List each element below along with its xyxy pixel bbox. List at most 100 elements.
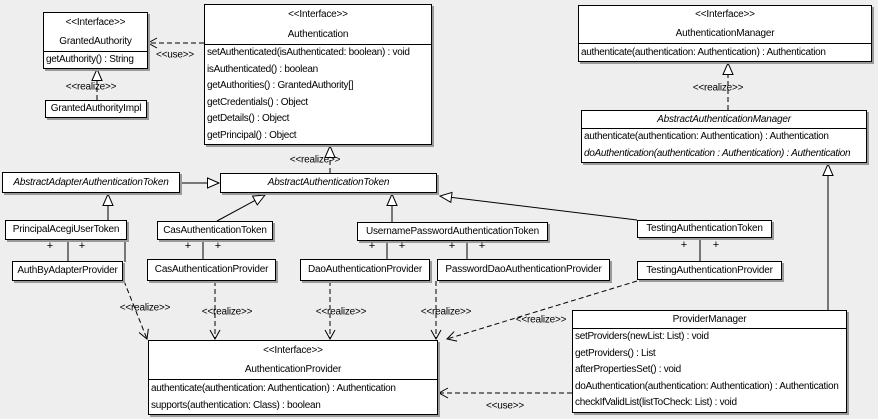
class-dao-authentication-provider[interactable]: DaoAuthenticationProvider bbox=[300, 259, 430, 281]
class-title: PrincipalAcegiUserToken bbox=[6, 221, 126, 239]
method-label: getPrincipal() : Object bbox=[207, 129, 297, 141]
class-authentication[interactable]: <<Interface>> Authentication setAuthentica… bbox=[204, 4, 432, 145]
methods-compartment: authenticate(authentication: Authenticat… bbox=[582, 129, 866, 162]
multiplicity-label[interactable]: + bbox=[78, 240, 86, 252]
class-name: AbstractAuthenticationToken bbox=[267, 177, 390, 188]
class-name: DaoAuthenticationProvider bbox=[308, 264, 422, 275]
method-label: authenticate(authentication: Authenticat… bbox=[581, 47, 826, 58]
method-label: getAuthorities() : GrantedAuthority[] bbox=[207, 80, 354, 91]
stereotype-label: <<Interface>> bbox=[263, 345, 323, 356]
generalization-testing-authentication-token[interactable] bbox=[438, 191, 638, 221]
class-authentication-provider[interactable]: <<Interface>> AuthenticationProvider authe… bbox=[148, 340, 438, 415]
multiplicity-label[interactable]: + bbox=[398, 240, 406, 252]
use-granted-authority-label[interactable]: <<use>> bbox=[155, 49, 195, 61]
class-title: <<Interface>> Authentication bbox=[205, 5, 431, 45]
class-name: TestingAuthenticationProvider bbox=[646, 265, 773, 276]
class-title: ProviderManager bbox=[573, 311, 846, 329]
class-username-password-authentication-token[interactable]: UsernamePasswordAuthenticationToken bbox=[357, 222, 548, 241]
class-name: UsernamePasswordAuthenticationToken bbox=[365, 226, 540, 237]
method-label: authenticate(authentication: Authenticat… bbox=[151, 383, 396, 394]
class-title: PasswordDaoAuthenticationProvider bbox=[438, 260, 609, 280]
class-title: DaoAuthenticationProvider bbox=[301, 260, 429, 280]
realize-cas-authentication-provider-label[interactable]: <<realize>> bbox=[201, 306, 253, 318]
method-label: authenticate(authentication: Authenticat… bbox=[584, 131, 829, 142]
class-testing-authentication-provider[interactable]: TestingAuthenticationProvider bbox=[637, 261, 782, 280]
class-name: AuthByAdapterProvider bbox=[17, 265, 118, 276]
class-title: AbstractAuthenticationToken bbox=[221, 174, 436, 192]
class-title: CasAuthenticationToken bbox=[158, 222, 272, 239]
multiplicity-label[interactable]: + bbox=[680, 239, 688, 251]
multiplicity-label[interactable]: + bbox=[478, 240, 486, 252]
association-principal-token-provider[interactable] bbox=[67, 240, 126, 262]
class-abstract-adapter-authentication-token[interactable]: AbstractAdapterAuthenticationToken bbox=[2, 172, 180, 193]
method-label: supports(authentication: Class) : boolea… bbox=[151, 400, 321, 411]
class-title: GrantedAuthorityImpl bbox=[46, 101, 146, 117]
class-abstract-authentication-token[interactable]: AbstractAuthenticationToken bbox=[220, 173, 437, 193]
class-title: <<Interface>>GrantedAuthority bbox=[44, 13, 147, 52]
class-name: AbstractAdapterAuthenticationToken bbox=[13, 177, 169, 188]
class-title: CasAuthenticationProvider bbox=[148, 260, 275, 280]
method-label: checkIfValidList(listToCheck: List) : vo… bbox=[575, 397, 737, 409]
method-label: afterPropertiesSet() : void bbox=[575, 364, 681, 376]
method-label: doAuthentication(authentication : Authen… bbox=[584, 147, 851, 159]
multiplicity-label[interactable]: + bbox=[448, 240, 456, 252]
class-name: ProviderManager bbox=[672, 314, 747, 325]
methods-compartment: getAuthority() : String bbox=[44, 52, 147, 68]
method-label: setAuthenticated(isAuthenticated: boolea… bbox=[207, 47, 410, 58]
class-abstract-authentication-manager[interactable]: AbstractAuthenticationManager authenticat… bbox=[581, 110, 867, 163]
class-title: <<Interface>> AuthenticationProvider bbox=[149, 341, 437, 380]
generalization-cas-authentication-token[interactable] bbox=[216, 194, 267, 222]
class-principal-acegi-user-token[interactable]: PrincipalAcegiUserToken bbox=[5, 220, 127, 240]
multiplicity-label[interactable]: + bbox=[368, 240, 376, 252]
realize-testing-authentication-provider-label[interactable]: <<realize>> bbox=[515, 314, 567, 326]
class-auth-by-adapter-provider[interactable]: AuthByAdapterProvider bbox=[12, 261, 123, 281]
method-label: setProviders(newList: List) : void bbox=[575, 331, 709, 342]
class-title: AuthByAdapterProvider bbox=[13, 262, 122, 280]
method-label: doAuthentication(authentication: Authent… bbox=[575, 380, 839, 392]
stereotype-label: <<Interface>> bbox=[695, 9, 755, 20]
methods-compartment: setAuthenticated(isAuthenticated: boolea… bbox=[205, 45, 431, 144]
class-cas-authentication-token[interactable]: CasAuthenticationToken bbox=[157, 221, 273, 240]
multiplicity-label[interactable]: + bbox=[46, 240, 54, 252]
class-name: CasAuthenticationToken bbox=[163, 225, 267, 236]
realize-abstract-authentication-manager-label[interactable]: <<realize>> bbox=[692, 82, 744, 94]
class-name: GrantedAuthorityImpl bbox=[50, 103, 142, 114]
realize-auth-by-adapter-provider-edge[interactable] bbox=[123, 280, 149, 340]
method-label: isAuthenticated() : boolean bbox=[207, 63, 318, 75]
class-name: Authentication bbox=[287, 28, 349, 40]
class-cas-authentication-provider[interactable]: CasAuthenticationProvider bbox=[147, 259, 276, 281]
class-granted-authority-impl[interactable]: GrantedAuthorityImpl bbox=[45, 100, 147, 118]
realize-abstract-authentication-token-label[interactable]: <<realize>> bbox=[289, 154, 341, 166]
multiplicity-label[interactable]: + bbox=[712, 239, 720, 251]
class-authentication-manager[interactable]: <<Interface>> AuthenticationManager authen… bbox=[578, 5, 872, 62]
class-title: TestingAuthenticationProvider bbox=[638, 262, 781, 279]
realize-auth-by-adapter-provider-label[interactable]: <<realize>> bbox=[119, 302, 171, 314]
realize-dao-authentication-provider-label[interactable]: <<realize>> bbox=[315, 306, 367, 318]
class-title: AbstractAdapterAuthenticationToken bbox=[3, 173, 179, 192]
class-testing-authentication-token[interactable]: TestingAuthenticationToken bbox=[637, 220, 772, 238]
method-label: getCredentials() : Object bbox=[207, 96, 308, 108]
multiplicity-label[interactable]: + bbox=[214, 240, 222, 252]
stereotype-label: <<Interface>> bbox=[288, 9, 348, 20]
class-name: AuthenticationManager bbox=[675, 27, 775, 39]
class-title: TestingAuthenticationToken bbox=[638, 221, 771, 237]
use-provider-manager-label[interactable]: <<use>> bbox=[485, 400, 525, 412]
method-label: getProviders() : List bbox=[575, 347, 656, 359]
method-label: getDetails() : Object bbox=[207, 113, 290, 124]
realize-granted-authority-impl-label[interactable]: <<realize>> bbox=[65, 81, 117, 93]
class-name: PrincipalAcegiUserToken bbox=[12, 224, 120, 235]
class-name: TestingAuthenticationToken bbox=[646, 223, 763, 234]
class-provider-manager[interactable]: ProviderManager setProviders(newList: Lis… bbox=[572, 310, 847, 413]
class-name: GrantedAuthority bbox=[59, 36, 132, 47]
multiplicity-label[interactable]: + bbox=[184, 240, 192, 252]
methods-compartment: authenticate(authentication: Authenticat… bbox=[149, 380, 437, 414]
methods-compartment: setProviders(newList: List) : void getPro… bbox=[573, 329, 846, 412]
class-password-dao-authentication-provider[interactable]: PasswordDaoAuthenticationProvider bbox=[437, 259, 610, 281]
realize-password-dao-authentication-provider-label[interactable]: <<realize>> bbox=[420, 306, 472, 318]
class-name: AbstractAuthenticationManager bbox=[657, 114, 791, 125]
class-name: AuthenticationProvider bbox=[244, 364, 342, 375]
realize-testing-authentication-provider-edge[interactable] bbox=[446, 280, 638, 342]
class-name: CasAuthenticationProvider bbox=[154, 264, 269, 275]
